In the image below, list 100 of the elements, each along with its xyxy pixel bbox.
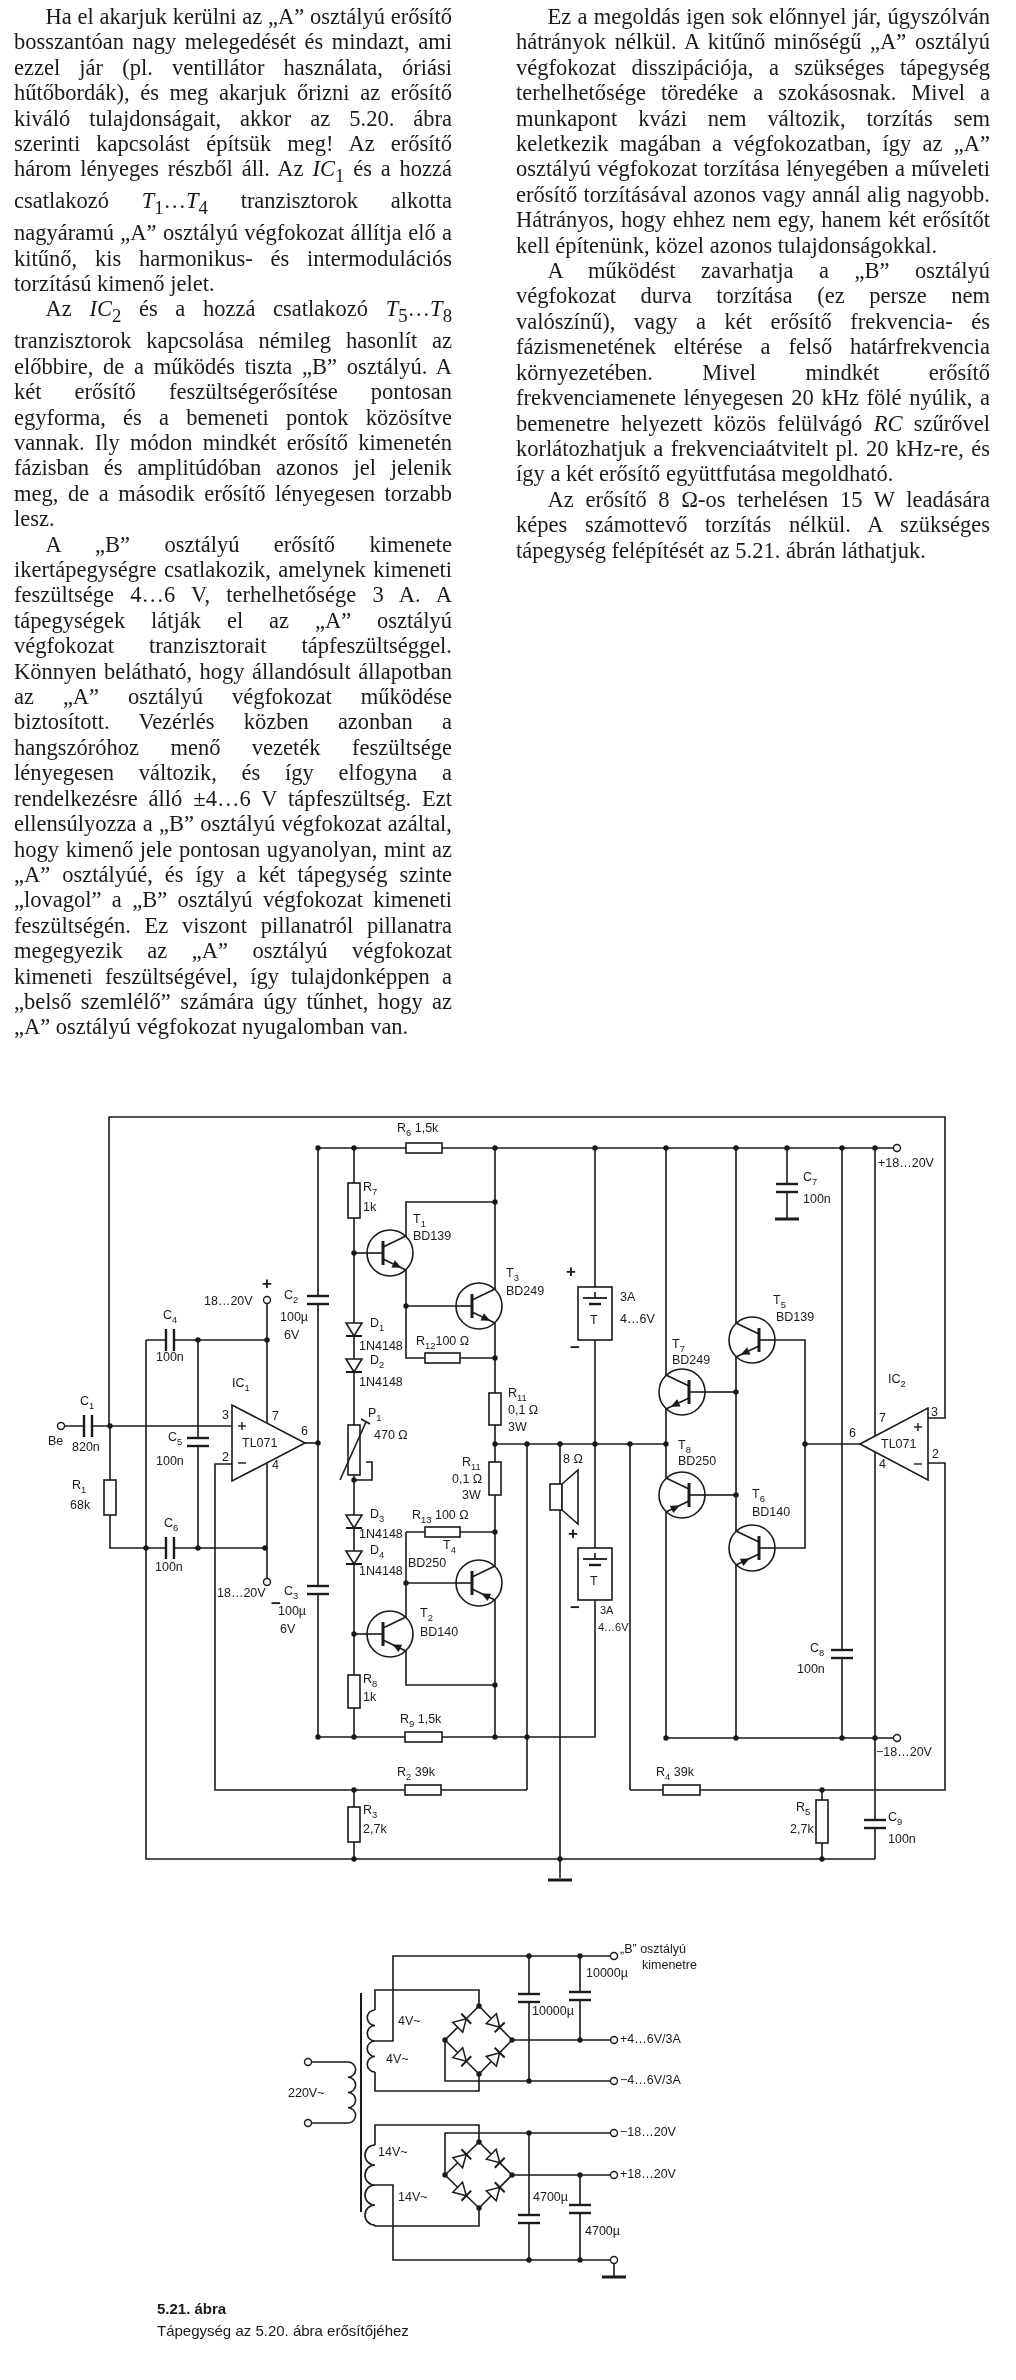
component-label: 1N4148 xyxy=(359,1339,403,1354)
component-label: BD250 xyxy=(408,1556,447,1571)
component-label: 100µ xyxy=(280,1310,309,1325)
component-label: 2,7k xyxy=(790,1822,814,1837)
component-label: TL071 xyxy=(881,1437,917,1452)
terminal-label: 18…20V xyxy=(217,1586,266,1601)
component-label: T xyxy=(590,1574,598,1589)
polarity-sign: + xyxy=(568,1524,578,1544)
component-label: R$_{11}$ xyxy=(462,1455,481,1473)
body-paragraph: Ez a megoldás igen sok előnnyel jár, úgyszólván hátrányok nélkül. A kitűnő minőségű „A” osztályú végfokozat disszipációja, a szükséges tápegység terhelhetősége töredéke a szokásosnak. Mivel a munkapont kvázi nem változik, torzítás sem keletkezik magában a végfokozatban, így az „A” osztályú végfokozat torzítása lényegében a műveleti erősítő torzításával azonos vagy annál alig nagyobb. Hátrányos, hogy ehhez nem egy, hanem két erősítőt kell építenünk, közel azonos tulajdonságokkal. xyxy=(516,4,990,259)
component-label: D$_{4}$ xyxy=(370,1543,385,1561)
pin-number: 6 xyxy=(301,1424,308,1439)
component-label: P$_{1}$ xyxy=(368,1406,382,1424)
component-label: T$_{3}$ xyxy=(506,1266,519,1284)
component-label: T$_{8}$ xyxy=(678,1438,691,1456)
component-label: C$_{2}$ xyxy=(284,1288,299,1306)
pin-number: 4 xyxy=(879,1457,886,1472)
figure-caption: Tápegység az 5.20. ábra erősítőjéhez xyxy=(157,2322,409,2340)
pin-number: 3 xyxy=(931,1405,938,1420)
component-label: TL071 xyxy=(242,1436,278,1451)
component-label: T$_{2}$ xyxy=(420,1606,433,1624)
terminal-label: „B” osztályú xyxy=(620,1942,686,1957)
component-label: D$_{3}$ xyxy=(370,1507,385,1525)
component-label: C$_{4}$ xyxy=(163,1308,178,1326)
component-label: 220V~ xyxy=(288,2086,325,2101)
pin-number: 3 xyxy=(222,1408,229,1423)
component-label: 14V~ xyxy=(398,2190,428,2205)
component-label: 4…6V xyxy=(620,1312,655,1327)
terminal-label: 18…20V xyxy=(204,1294,253,1309)
figure-number: 5.21. ábra xyxy=(157,2300,227,2318)
component-label: 4700µ xyxy=(585,2224,620,2239)
pin-number: 7 xyxy=(879,1411,886,1426)
component-label: 4…6V xyxy=(598,1621,629,1634)
component-label: 1N4148 xyxy=(359,1564,403,1579)
polarity-sign: + xyxy=(566,1262,576,1282)
component-label: T$_{1}$ xyxy=(413,1212,426,1230)
component-label: 3W xyxy=(462,1488,481,1503)
component-label: 1N4148 xyxy=(359,1527,403,1542)
pin-number: 7 xyxy=(272,1409,279,1424)
polarity-sign: + xyxy=(262,1274,272,1294)
component-label: R$_{9}$ 1,5k xyxy=(400,1712,442,1730)
terminal-label: +4…6V/3A xyxy=(620,2032,681,2047)
component-label: 100n xyxy=(797,1662,825,1677)
terminal-label: +18…20V xyxy=(620,2167,676,2182)
component-label: C$_{9}$ xyxy=(888,1810,903,1828)
component-label: 3W xyxy=(508,1420,527,1435)
component-label: C$_{7}$ xyxy=(803,1170,818,1188)
component-label: 100µ xyxy=(278,1604,307,1619)
terminal-label: −18…20V xyxy=(620,2125,676,2140)
component-label: 0,1 Ω xyxy=(452,1472,483,1487)
component-label: D$_{2}$ xyxy=(370,1353,385,1371)
pin-number: 4 xyxy=(272,1458,279,1473)
component-label: 0,1 Ω xyxy=(508,1403,539,1418)
component-label: 4V~ xyxy=(398,2014,421,2029)
component-label: 3A xyxy=(620,1290,636,1305)
component-label: 6V xyxy=(280,1622,296,1637)
component-label: 8 Ω xyxy=(563,1452,583,1467)
component-label: R$_{2}$ 39k xyxy=(397,1765,435,1783)
component-label: BD250 xyxy=(678,1454,717,1469)
component-label: BD249 xyxy=(672,1353,711,1368)
component-label: R$_{1}$ xyxy=(72,1478,87,1496)
component-label: R$_{11}$ xyxy=(508,1386,527,1404)
component-label: R$_{3}$ xyxy=(363,1803,378,1821)
pin-number: 2 xyxy=(932,1447,939,1462)
component-label: R$_{13}$ 100 Ω xyxy=(412,1508,469,1526)
component-label: C$_{5}$ xyxy=(168,1430,183,1448)
component-label: T$_{5}$ xyxy=(773,1293,786,1311)
component-label: 1k xyxy=(363,1690,377,1705)
component-label: C$_{3}$ xyxy=(284,1584,299,1602)
component-label: R$_{12}$100 Ω xyxy=(416,1334,470,1352)
component-label: T$_{6}$ xyxy=(752,1487,765,1505)
component-label: C$_{6}$ xyxy=(164,1516,179,1534)
component-label: 68k xyxy=(70,1498,91,1513)
component-label: R$_{7}$ xyxy=(363,1180,378,1198)
terminal-label: −18…20V xyxy=(876,1745,932,1760)
component-label: 100n xyxy=(888,1832,916,1847)
component-label: 100n xyxy=(803,1192,831,1207)
component-label: T xyxy=(590,1313,598,1328)
body-paragraph: Az erősítő 8 Ω-os terhelésen 15 W leadására képes számottevő torzítás nélkül. A szükséges tápegység felépítését az 5.21. ábrán láthatjuk. xyxy=(516,486,990,563)
terminal-label: −4…6V/3A xyxy=(620,2073,681,2088)
component-label: 100n xyxy=(155,1560,183,1575)
component-label: 470 Ω xyxy=(374,1428,408,1443)
body-paragraph: A működést zavarhatja a „B” osztályú végfokozat durva torzítása (ez persze nem valószínű), vagy a két erősítő frekvencia- és fázismenetének eltérése a felső határfrekvencia környezetében. Mivel mindkét erősítő frekvenciamenete lényegesen 20 kHz fölé nyúlik, a bemenetre helyezett közös felülvágó RC szűrővel korlátozhatjuk a frekvenciaátvitelt pl. 20 kHz-re, és így a két erősítő együttfutása megoldható. xyxy=(516,258,990,487)
component-label: T$_{7}$ xyxy=(672,1337,685,1355)
polarity-sign: − xyxy=(570,1598,580,1618)
component-label: 6V xyxy=(284,1328,300,1343)
component-label: BD249 xyxy=(506,1284,545,1299)
body-paragraph: Az IC$_{2}$ és a hozzá csatlakozó T$_{5}$…T$_{8}$ tranzisztorok kapcsolása némileg hasonlít az előbbire, de a működés tiszta „B” osztályú. A két erősítő feszültségerősítése pontosan egyforma, és a bemeneti pontok közösítve vannak. Ily módon mindkét erősítő kimenetén fázisban és amplitúdóban azonos jel jelenik meg, de a második erősítő lényegesen torzabb lesz. xyxy=(14,296,452,532)
component-label: IC$_{2}$ xyxy=(888,1372,906,1390)
body-paragraph: Ha el akarjuk kerülni az „A” osztályú erősítő bosszantóan nagy melegedését és mindazt, ami ezzel jár (pl. ventillátor használata, óriási hűtőbordák), és meg akarjuk őrizni az erősítő kiváló tulajdonságait, akkor az 5.20. ábra szerinti kapcsolást építsük meg! Az erősítő három lényeges részből áll. Az IC$_{1}$ és a hozzá csatlakozó T$_{1}$…T$_{4}$ tranzisztorok alkotta nagyáramú „A” osztályú végfokozat állítja elő a kitűnő, kis harmonikus- és intermodulációs torzítású kimenő jelet. xyxy=(14,4,452,297)
component-label: 1N4148 xyxy=(359,1375,403,1390)
component-label: R$_{4}$ 39k xyxy=(656,1765,694,1783)
component-label: 2,7k xyxy=(363,1822,387,1837)
component-label: BD139 xyxy=(776,1310,815,1325)
component-label: BD140 xyxy=(752,1505,791,1520)
polarity-sign: − xyxy=(570,1338,580,1358)
component-label: 14V~ xyxy=(378,2145,408,2160)
component-label: 100n xyxy=(156,1350,184,1365)
component-label: 100n xyxy=(156,1454,184,1469)
component-label: C$_{8}$ xyxy=(810,1641,825,1659)
